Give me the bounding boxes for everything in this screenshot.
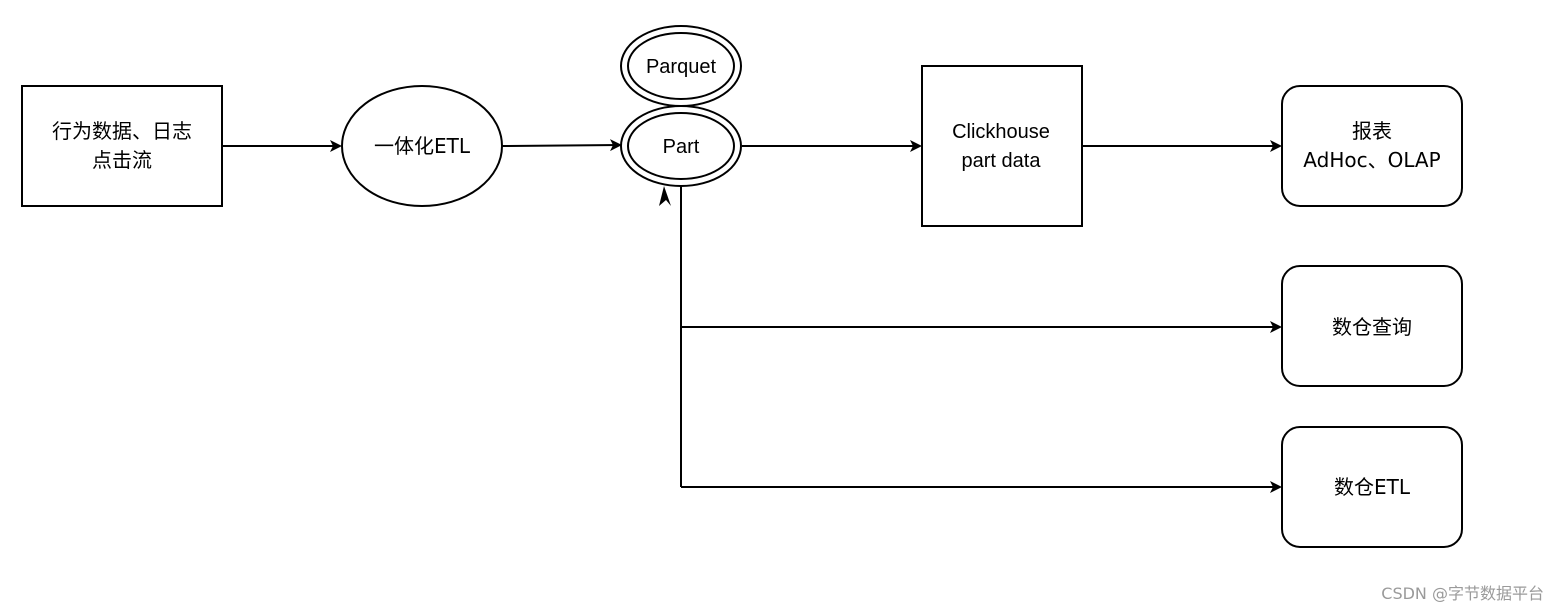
node-clickhouse-box [921,65,1083,227]
node-part-outer [620,105,742,187]
node-etl: 一体化ETL [341,85,503,207]
node-source-line1: 行为数据、日志 [52,119,192,143]
node-parquet-inner [627,32,735,100]
node-report: 报表 AdHoc、OLAP [1281,85,1463,207]
node-warehouse-etl-label: 数仓ETL [1334,475,1411,499]
node-etl-ellipse [341,85,503,207]
node-etl-label: 一体化ETL [374,134,471,158]
node-warehouse-etl: 数仓ETL [1281,426,1463,548]
node-parquet: Parquet [620,25,742,107]
node-warehouse-query-box [1281,265,1463,387]
node-report-box [1281,85,1463,207]
node-clickhouse: Clickhouse part data [921,65,1083,227]
node-warehouse-etl-box [1281,426,1463,548]
node-part-inner [627,112,735,180]
node-source-box [21,85,223,207]
node-report-line2: AdHoc、OLAP [1303,148,1440,172]
node-source-line2: 点击流 [92,148,152,172]
node-part: Part [620,105,742,187]
node-warehouse-query: 数仓查询 [1281,265,1463,387]
node-parquet-label: Parquet [646,56,716,78]
node-part-label: Part [663,136,700,158]
edge-etl-to-part [501,139,622,152]
node-report-line1: 报表 [1352,119,1392,143]
node-clickhouse-line1: Clickhouse [952,121,1050,143]
node-clickhouse-line2: part data [962,150,1042,172]
edges [222,139,1282,493]
part-inbound-arrowhead [659,186,671,206]
watermark: CSDN @字节数据平台 [1381,584,1544,603]
node-source: 行为数据、日志 点击流 [21,85,223,207]
node-warehouse-query-label: 数仓查询 [1332,315,1412,339]
